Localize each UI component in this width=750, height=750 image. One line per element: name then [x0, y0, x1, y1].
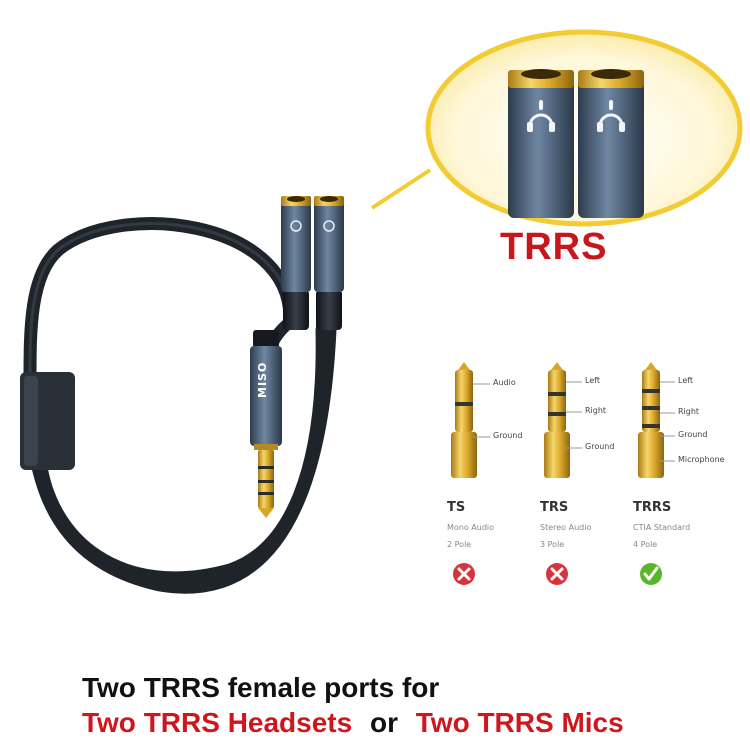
plug-desc: Mono Audio [447, 523, 495, 532]
callout-magnifier [370, 29, 743, 227]
headset-icon [527, 100, 555, 132]
plug-trs [544, 362, 582, 478]
male-plug [250, 330, 282, 518]
check-icon [640, 563, 662, 585]
plug-desc: Stereo Audio [540, 523, 592, 532]
caption-line-1: Two TRRS female ports for [82, 672, 440, 703]
cross-icon [453, 563, 475, 585]
caption-or: or [369, 707, 398, 738]
caption-mics: Two TRRS Mics [415, 707, 624, 738]
plug-poles: 2 Pole [447, 540, 472, 549]
plug-title: TS [447, 500, 466, 515]
plug-trrs [638, 362, 675, 478]
plug-label: Microphone [678, 455, 725, 464]
caption-headsets: Two TRRS Headsets [82, 707, 353, 738]
cross-icon [546, 563, 568, 585]
plug-label: Ground [493, 431, 523, 440]
plug-label: Left [585, 376, 601, 385]
plug-label: Ground [678, 430, 708, 439]
plug-poles: 4 Pole [633, 540, 658, 549]
plug-label: Right [585, 406, 607, 415]
plug-desc: CTIA Standard [633, 523, 691, 532]
plug-label: Audio [493, 378, 516, 387]
plug-poles: 3 Pole [540, 540, 565, 549]
caption-line-2: Two TRRS Headsets or Two TRRS Mics [82, 707, 624, 739]
plug-label: Ground [585, 442, 615, 451]
plug-title: TRRS [633, 500, 672, 515]
female-socket-right [314, 196, 344, 330]
plug-label: Left [678, 376, 694, 385]
plug-title: TRS [540, 500, 569, 515]
female-socket-left [281, 196, 311, 330]
headset-icon [597, 100, 625, 132]
brand-label: MISO [256, 361, 269, 398]
headset-icon [323, 220, 335, 232]
plug-label: Right [678, 407, 700, 416]
callout-label: TRRS [500, 226, 608, 268]
plug-ts [451, 362, 490, 478]
headset-icon [290, 220, 302, 232]
splitter-block [20, 372, 75, 470]
